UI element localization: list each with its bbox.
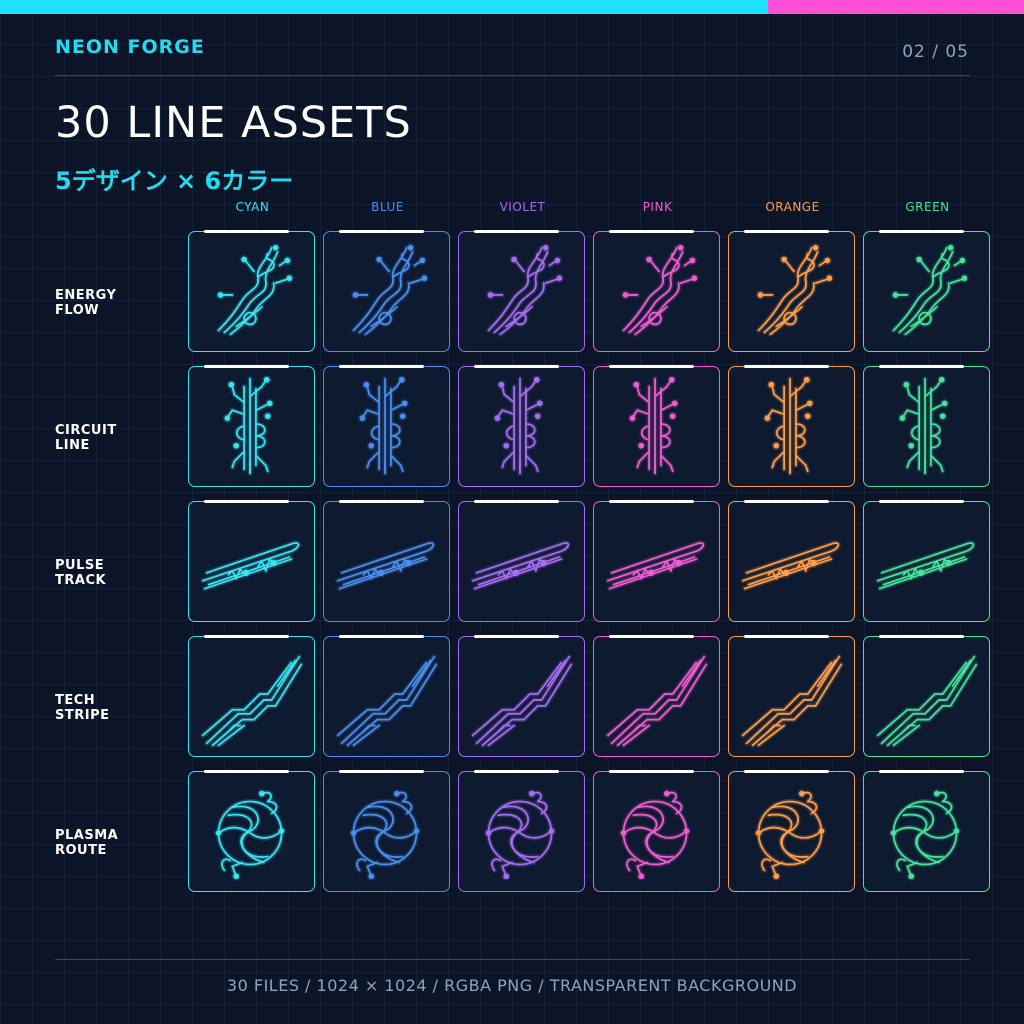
column-header-pink: PINK — [642, 200, 673, 214]
tile-highlight-bar — [204, 770, 289, 773]
asset-tile-pulse-track-orange[interactable] — [728, 500, 855, 622]
tile-highlight-bar — [204, 230, 289, 233]
asset-tile-circuit-line-blue[interactable] — [323, 365, 450, 487]
tile-highlight-bar — [474, 635, 559, 638]
tile-highlight-bar — [744, 365, 829, 368]
asset-tile-pulse-track-pink[interactable] — [593, 500, 720, 622]
row-label-line: TRACK — [55, 573, 107, 588]
tile-highlight-bar — [879, 230, 964, 233]
asset-tile-tech-stripe-orange[interactable] — [728, 635, 855, 757]
tile-highlight-bar — [474, 230, 559, 233]
tile-highlight-bar — [474, 365, 559, 368]
row-label-line: ROUTE — [55, 843, 107, 858]
column-header-cyan: CYAN — [235, 200, 270, 214]
column-header-violet: VIOLET — [499, 200, 546, 214]
tile-highlight-bar — [204, 365, 289, 368]
row-label-line: ENERGY — [55, 288, 117, 303]
row-label-line: PULSE — [55, 558, 105, 573]
row-label-line: TECH — [55, 693, 96, 708]
page-subtitle: 5デザイン × 6カラー — [55, 167, 294, 195]
tile-highlight-bar — [879, 500, 964, 503]
asset-tile-plasma-route-orange[interactable] — [728, 770, 855, 892]
tile-highlight-bar — [744, 770, 829, 773]
tile-highlight-bar — [879, 770, 964, 773]
asset-tile-tech-stripe-cyan[interactable] — [188, 635, 315, 757]
asset-tile-energy-flow-green[interactable] — [863, 230, 990, 352]
asset-tile-pulse-track-cyan[interactable] — [188, 500, 315, 622]
tile-highlight-bar — [879, 635, 964, 638]
tile-highlight-bar — [744, 230, 829, 233]
top-accent-bar-pink — [768, 0, 1024, 14]
column-header-blue: BLUE — [371, 200, 404, 214]
asset-tile-circuit-line-cyan[interactable] — [188, 365, 315, 487]
page-indicator: 02 / 05 — [902, 42, 969, 62]
tile-highlight-bar — [744, 500, 829, 503]
row-label-line: PLASMA — [55, 828, 119, 843]
tile-highlight-bar — [339, 500, 424, 503]
footer-specs: 30 FILES / 1024 × 1024 / RGBA PNG / TRAN… — [226, 976, 798, 995]
tile-highlight-bar — [879, 365, 964, 368]
tile-highlight-bar — [474, 500, 559, 503]
tile-highlight-bar — [474, 770, 559, 773]
asset-tile-plasma-route-green[interactable] — [863, 770, 990, 892]
tile-highlight-bar — [609, 635, 694, 638]
asset-tile-tech-stripe-violet[interactable] — [458, 635, 585, 757]
asset-tile-energy-flow-blue[interactable] — [323, 230, 450, 352]
asset-tile-circuit-line-pink[interactable] — [593, 365, 720, 487]
tile-highlight-bar — [339, 365, 424, 368]
row-label-line: CIRCUIT — [55, 423, 117, 438]
tile-highlight-bar — [609, 365, 694, 368]
page-title: 30 LINE ASSETS — [55, 98, 412, 148]
asset-tile-energy-flow-cyan[interactable] — [188, 230, 315, 352]
row-label-line: FLOW — [55, 303, 100, 318]
asset-tile-circuit-line-orange[interactable] — [728, 365, 855, 487]
asset-tile-pulse-track-green[interactable] — [863, 500, 990, 622]
header-divider — [55, 75, 970, 76]
asset-tile-pulse-track-blue[interactable] — [323, 500, 450, 622]
brand-name: NEON FORGE — [55, 36, 205, 58]
asset-tile-energy-flow-pink[interactable] — [593, 230, 720, 352]
asset-tile-circuit-line-green[interactable] — [863, 365, 990, 487]
asset-tile-plasma-route-cyan[interactable] — [188, 770, 315, 892]
tile-highlight-bar — [339, 230, 424, 233]
column-header-orange: ORANGE — [765, 200, 820, 214]
tile-highlight-bar — [609, 230, 694, 233]
asset-tile-plasma-route-violet[interactable] — [458, 770, 585, 892]
asset-tile-tech-stripe-blue[interactable] — [323, 635, 450, 757]
asset-tile-energy-flow-violet[interactable] — [458, 230, 585, 352]
asset-tile-tech-stripe-pink[interactable] — [593, 635, 720, 757]
asset-tile-pulse-track-violet[interactable] — [458, 500, 585, 622]
asset-tile-tech-stripe-green[interactable] — [863, 635, 990, 757]
tile-highlight-bar — [204, 500, 289, 503]
row-label-line: STRIPE — [55, 708, 110, 723]
tile-highlight-bar — [609, 770, 694, 773]
row-label-line: LINE — [55, 438, 90, 453]
tile-highlight-bar — [609, 500, 694, 503]
asset-tile-energy-flow-orange[interactable] — [728, 230, 855, 352]
asset-tile-plasma-route-blue[interactable] — [323, 770, 450, 892]
asset-tile-circuit-line-violet[interactable] — [458, 365, 585, 487]
tile-highlight-bar — [204, 635, 289, 638]
tile-highlight-bar — [339, 635, 424, 638]
footer-divider — [55, 959, 970, 960]
asset-tile-plasma-route-pink[interactable] — [593, 770, 720, 892]
tile-highlight-bar — [339, 770, 424, 773]
column-header-green: GREEN — [905, 200, 950, 214]
tile-highlight-bar — [744, 635, 829, 638]
top-accent-bar-cyan — [0, 0, 768, 14]
